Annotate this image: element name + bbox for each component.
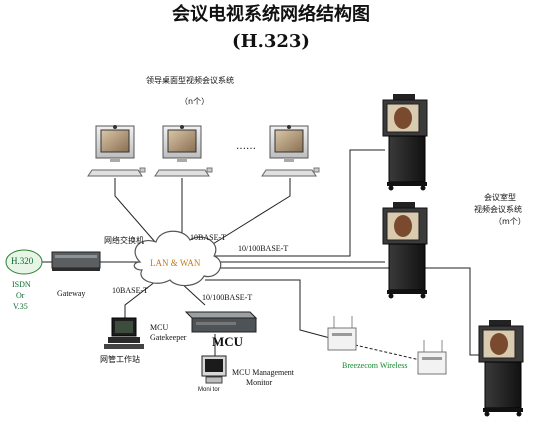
lan-wan-cloud [133,230,222,287]
desktop-pc-1 [87,125,146,177]
desktop-systems [87,125,320,177]
h320-v35: V.35 [13,302,28,311]
wireless-ap-left [327,316,357,351]
connection-lines [42,149,480,361]
room-systems [382,94,524,417]
link-label-mcu-10-100: 10/100BASE-T [202,293,253,302]
room-group-line1: 会议室型 [484,193,516,202]
desktop-pc-2 [154,125,213,177]
gatekeeper-line1: MCU [150,323,169,332]
link-label-top-10base: 10BASE-T [190,233,226,242]
mgmt-line1: MCU Management [232,368,294,377]
desktop-ellipsis: …… [236,141,256,152]
cloud-label: LAN & WAN [150,258,201,268]
room-group-line2: 视频会议系统 [474,205,522,214]
admin-station-label: 网管工作站 [100,355,140,364]
room-cart-2 [382,202,428,299]
link-wireless [205,279,331,339]
link-wireless-air [354,344,421,361]
gatekeeper-line2: Gatekeeper [150,333,187,342]
desktop-group-title: 领导桌面型视频会议系统 [146,76,234,85]
link-room-3 [215,267,480,356]
gateway-device [51,251,101,271]
switch-label: 网络交换机 [104,236,144,245]
h320-label: H.320 [11,256,34,266]
mcu-device [184,311,258,333]
room-cart-1 [382,94,428,191]
link-room-1 [215,149,385,257]
desktop-group-count: （n个） [180,97,210,106]
h320-or: Or [16,291,25,300]
page-title: 会议电视系统网络结构图 [172,4,370,25]
mgmt-monitor [201,355,227,384]
link-desktop-1 [114,178,163,251]
link-desktop-3 [199,178,291,253]
desktop-pc-3 [261,125,320,177]
link-gatekeeper [124,277,161,318]
wireless-label: Breezecom Wireless [342,361,408,370]
h320-oval [5,249,43,275]
link-label-left-10base: 10BASE-T [112,286,148,295]
link-label-10-100: 10/100BASE-T [238,244,289,253]
room-group-count: （m个） [494,217,526,226]
h320-isdn: ISDN [12,280,31,289]
room-cart-3 [478,320,524,417]
mgmt-line2: Monitor [246,378,273,387]
gatekeeper-pc [104,317,144,349]
mcu-label: MCU [212,334,244,349]
page-subtitle: (H.323) [232,31,310,52]
mgmt-monitor-word: Moni tor [198,387,220,393]
gateway-label: Gateway [57,289,86,298]
wireless-ap-right [417,340,447,375]
